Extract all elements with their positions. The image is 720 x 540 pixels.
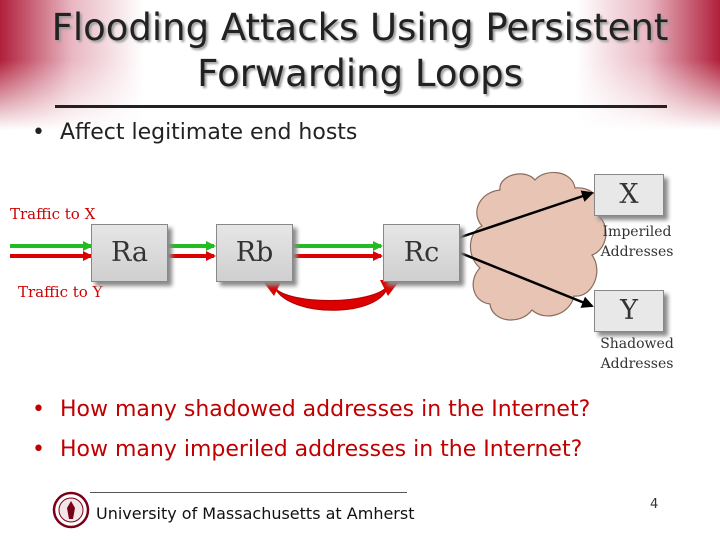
umass-seal-icon — [52, 491, 90, 529]
bullet-text: How many imperiled addresses in the Inte… — [60, 437, 583, 462]
imperiled-caption-line1: Imperiled — [602, 224, 672, 240]
slide-title-line1: Flooding Attacks Using Persistent — [51, 6, 669, 49]
bullet-imperiled-question: • How many imperiled addresses in the Int… — [32, 437, 582, 462]
page-number: 4 — [650, 497, 659, 512]
router-rb: Rb — [216, 224, 293, 282]
title-band-fade — [0, 60, 720, 130]
bullet-text: How many shadowed addresses in the Inter… — [60, 397, 591, 422]
arrow-to-y — [457, 250, 594, 308]
imperiled-caption: Imperiled Addresses — [582, 222, 692, 262]
arrow-to-x — [457, 190, 594, 240]
traffic-to-x-label: Traffic to X — [10, 205, 96, 223]
loop-arrowhead-right — [380, 280, 400, 296]
destination-x: X — [594, 174, 664, 216]
traffic-to-y-label: Traffic to Y — [18, 283, 103, 301]
imperiled-caption-line2: Addresses — [600, 244, 674, 260]
bullet-dot-icon: • — [32, 120, 45, 145]
title-divider — [55, 105, 667, 108]
destination-y: Y — [594, 290, 664, 332]
slide-title-line2: Forwarding Loops — [197, 52, 523, 95]
forwarding-loop — [274, 285, 389, 311]
footer-divider — [90, 492, 407, 493]
bullet-affect-hosts: • Affect legitimate end hosts — [32, 120, 357, 145]
shadowed-caption-line1: Shadowed — [600, 336, 674, 352]
bullet-text: Affect legitimate end hosts — [60, 120, 358, 145]
bullet-dot-icon: • — [32, 397, 45, 422]
router-ra: Ra — [91, 224, 168, 282]
bullet-dot-icon: • — [32, 437, 45, 462]
footer-university: University of Massachusetts at Amherst — [96, 504, 415, 523]
shadowed-caption: Shadowed Addresses — [582, 334, 692, 374]
router-rc: Rc — [383, 224, 460, 282]
shadowed-caption-line2: Addresses — [600, 356, 674, 372]
bullet-shadowed-question: • How many shadowed addresses in the Inte… — [32, 397, 590, 422]
loop-arrowhead-left — [262, 280, 282, 296]
